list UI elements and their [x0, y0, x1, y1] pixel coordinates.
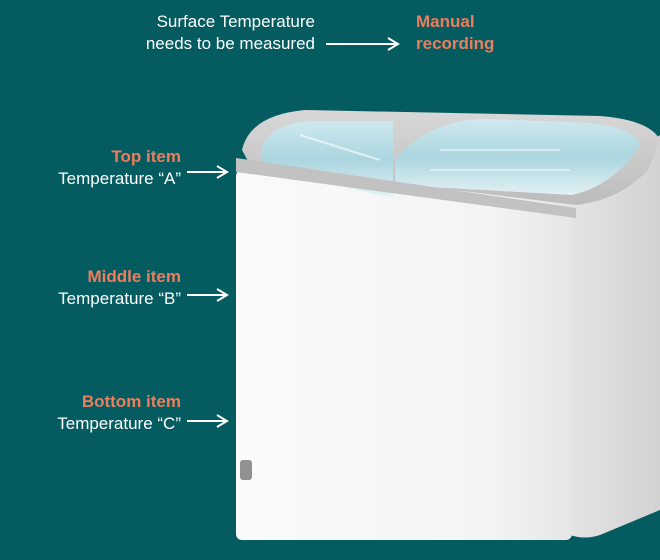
top-item-title: Top item	[111, 147, 181, 166]
middle-item-title: Middle item	[87, 267, 181, 286]
middle-item-arrow-icon	[187, 288, 229, 302]
bottom-item-temperature: Temperature “C”	[57, 414, 181, 433]
measurement-note-line2: needs to be measured	[145, 34, 315, 53]
manual-recording-line2: recording	[416, 34, 495, 53]
freezer-side-panel	[570, 135, 660, 538]
top-item-label: Top item Temperature “A”	[0, 146, 181, 190]
measurement-note: Surface Temperature needs to be measured	[60, 11, 315, 55]
bottom-item-title: Bottom item	[81, 392, 181, 411]
measurement-note-line1: Surface Temperature	[156, 12, 315, 31]
bottom-item-arrow-icon	[187, 414, 229, 428]
middle-item-temperature: Temperature “B”	[58, 289, 181, 308]
freezer-body	[236, 170, 572, 540]
freezer-glass-lid	[236, 110, 660, 218]
manual-recording-label: Manual recording	[416, 11, 546, 55]
header-arrow-icon	[326, 37, 400, 51]
manual-recording-line1: Manual	[416, 12, 475, 31]
bottom-item-label: Bottom item Temperature “C”	[0, 391, 181, 435]
middle-item-label: Middle item Temperature “B”	[0, 266, 181, 310]
top-item-temperature: Temperature “A”	[58, 169, 181, 188]
top-item-arrow-icon	[187, 165, 229, 179]
